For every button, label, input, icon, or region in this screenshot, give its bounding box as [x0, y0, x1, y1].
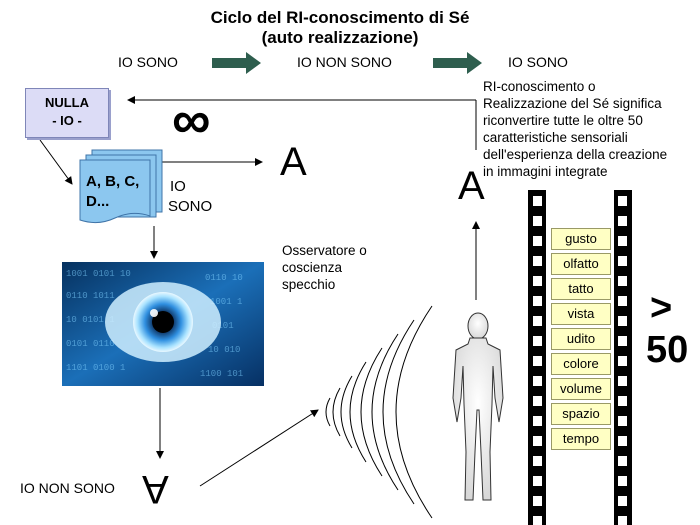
fifty-label: 50 [646, 329, 689, 371]
io-sono-side-line-2: SONO [168, 198, 213, 215]
film-label-tempo: tempo [551, 428, 611, 450]
io-sono-side-line-1: IO [170, 178, 186, 195]
film-label-colore: colore [551, 353, 611, 375]
note-line-6: in immagini integrate [483, 164, 608, 179]
svg-text:10 0101 1: 10 0101 1 [66, 315, 115, 325]
io-non-sono-bottom-label: IO NON SONO [20, 480, 115, 496]
observer-line-1: Osservatore o [282, 243, 367, 258]
film-label-volume: volume [551, 378, 611, 400]
svg-text:0101 0110: 0101 0110 [66, 339, 115, 349]
stack-text: A, B, C, D... [86, 172, 139, 212]
observer-label: Osservatore o coscienza specchio [282, 242, 367, 293]
note-line-2: Realizzazione del Sé significa [483, 96, 662, 111]
svg-text:0101: 0101 [212, 321, 234, 331]
stack-line-2: D... [86, 193, 110, 210]
svg-text:1001 1: 1001 1 [210, 297, 242, 307]
note-line-5: dell'esperienza della creazione [483, 147, 668, 162]
green-arrow-2 [433, 52, 482, 74]
svg-text:1100 101: 1100 101 [200, 369, 243, 379]
letter-a-top: A [280, 140, 307, 184]
note-line-3: riconvertire tutte le oltre 50 [483, 113, 643, 128]
film-label-olfatto: olfatto [551, 253, 611, 275]
inverted-a-to-waves-arrow [199, 409, 319, 487]
io-sono-label-1: IO SONO [118, 54, 178, 70]
title-line-1: Ciclo del RI-conoscimento di Sé [210, 8, 470, 27]
letter-a-right: A [458, 164, 485, 208]
note-line-4: caratteristiche sensoriali [483, 130, 628, 145]
io-sono-side-label: IO SONO [168, 177, 212, 217]
card-stack-front [79, 159, 151, 224]
nulla-to-stack-arrow [39, 139, 73, 185]
svg-text:0110 10: 0110 10 [205, 273, 243, 283]
human-figure [452, 312, 504, 501]
sound-waves [325, 305, 433, 519]
film-label-tatto: tatto [551, 278, 611, 300]
svg-text:0110 1011: 0110 1011 [66, 291, 115, 301]
io-non-sono-label: IO NON SONO [297, 54, 392, 70]
realization-note: RI-conoscimento o Realizzazione del Sé s… [483, 78, 698, 180]
film-label-spazio: spazio [551, 403, 611, 425]
io-sono-label-2: IO SONO [508, 54, 568, 70]
film-label-gusto: gusto [551, 228, 611, 250]
svg-text:1001 0101 10: 1001 0101 10 [66, 269, 131, 279]
title-line-2: (auto realizzazione) [261, 28, 419, 47]
svg-text:10 010: 10 010 [208, 345, 240, 355]
note-line-1: RI-conoscimento o [483, 79, 596, 94]
film-label-vista: vista [551, 303, 611, 325]
diagram-title: Ciclo del RI-conoscimento di Sé (auto re… [0, 8, 680, 48]
infinity-symbol: ∞ [172, 90, 211, 150]
stack-line-1: A, B, C, [86, 173, 140, 190]
green-arrow-1 [212, 52, 261, 74]
observer-line-3: specchio [282, 277, 336, 292]
letter-a-inverted: A [142, 467, 169, 511]
svg-text:1101 0100 1: 1101 0100 1 [66, 363, 125, 373]
film-label-udito: udito [551, 328, 611, 350]
nulla-box: NULLA - IO - [25, 88, 109, 138]
io-label: - IO - [52, 113, 82, 128]
greater-than-symbol: > [650, 287, 673, 329]
observer-line-2: coscienza [282, 260, 343, 275]
nulla-label: NULLA [44, 95, 90, 110]
eye-image: 1001 0101 10 0110 1011 10 0101 1 0101 01… [62, 262, 264, 386]
